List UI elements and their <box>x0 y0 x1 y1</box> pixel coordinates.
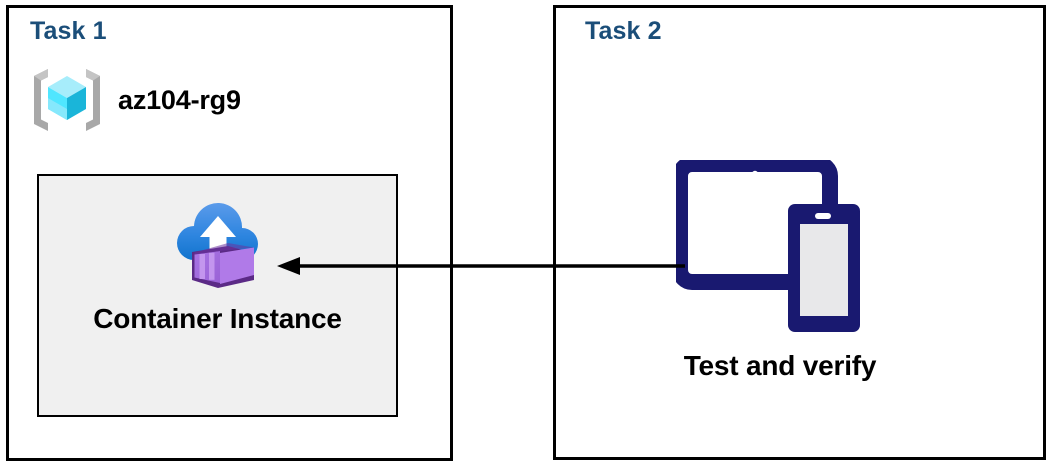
devices-tablet-phone-icon <box>676 160 860 332</box>
devices-label: Test and verify <box>683 350 877 381</box>
resource-group-row: az104-rg9 <box>30 63 241 137</box>
resource-group-label: az104-rg9 <box>118 84 241 115</box>
resource-group-icon <box>34 69 100 131</box>
container-instance-icon <box>176 202 258 288</box>
task-1-heading: Task 1 <box>30 17 107 45</box>
container-instance-label: Container Instance <box>93 303 342 334</box>
task-2-heading: Task 2 <box>585 17 662 45</box>
container-instance-card: Container Instance <box>37 174 398 417</box>
